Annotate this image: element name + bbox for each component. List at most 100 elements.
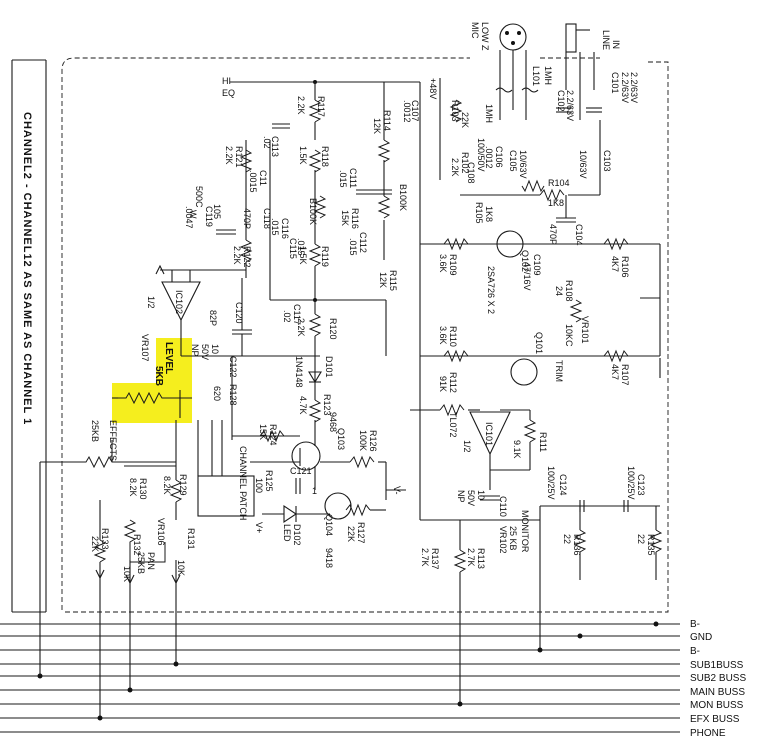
label-c110v: 10: [476, 490, 486, 500]
label-r119: R119: [320, 246, 330, 267]
label-c110v2: 50V: [466, 490, 476, 506]
label-c105v: 10/63V: [518, 150, 528, 179]
label-r118: R118: [320, 146, 330, 167]
label-vr106: VR106: [156, 518, 166, 546]
label-c121: C121: [290, 466, 312, 476]
label-r102v: 2.2K: [450, 158, 460, 177]
label-c111: C111: [348, 168, 358, 188]
transistor-q101-icon: [510, 358, 538, 386]
channel-patch: CHANNEL PATCH: [197, 420, 255, 520]
label-r122v: 2.2K: [232, 246, 242, 265]
label-r108v: 24: [554, 286, 564, 296]
label-r104: R104: [548, 178, 570, 188]
label-c106: C106: [494, 146, 504, 168]
label-r128v: 620: [212, 386, 222, 401]
label-q101: Q101: [534, 332, 544, 354]
label-c122: C122: [228, 356, 238, 378]
transistor-q103-icon: [291, 441, 321, 471]
label-ic101h: 1/2: [462, 440, 472, 453]
label-c101: C101: [610, 72, 620, 94]
label-c122np: NP: [190, 344, 200, 357]
label-r115v: 12K: [378, 272, 388, 288]
label-effects_v: 25KB: [90, 420, 100, 442]
bus-labels: B- GND B- SUB1BUSS SUB2 BUSS MAIN BUSS M…: [690, 619, 746, 738]
label-r113v: 2.7K: [466, 548, 476, 567]
label-r130: R130: [138, 478, 148, 500]
label-r129v: 8.2K: [162, 476, 172, 495]
label-r132: R132: [132, 534, 142, 556]
label-vr101v: 10KC: [564, 324, 574, 347]
label-vr106v2: 25KB: [136, 552, 146, 574]
label-l102: 1MH: [484, 104, 494, 123]
label-c108: C108: [466, 162, 476, 184]
label-r128: R128: [228, 384, 238, 406]
label-r102: R102: [460, 152, 470, 174]
label-c115v: .015: [296, 238, 306, 256]
led-section: V+ D102 LED Q104 9418 R127 22K: [254, 492, 386, 568]
label-vr106v: PAN: [146, 552, 156, 570]
label-r106v: 4K7: [610, 256, 620, 272]
label-r111: R111: [538, 432, 548, 452]
label-r127v: 22K: [346, 526, 356, 542]
xlr-connector-icon: [499, 23, 527, 51]
label-c11xv: .0015: [248, 170, 258, 193]
effects-section: EFFECTS 25KB: [40, 420, 176, 469]
label-c108v: 100/50V: [476, 138, 486, 172]
svg-text:1: 1: [312, 486, 317, 496]
label-ic101: IC101: [484, 422, 494, 446]
transistor-q104-icon: [324, 492, 352, 520]
label-b100k2: B100K: [398, 184, 408, 211]
label-trim: TRIM: [554, 360, 564, 382]
label-r114: R114: [382, 110, 392, 131]
label-r120: R120: [328, 318, 338, 340]
label-c102v: 2.2/63V: [565, 90, 575, 121]
label-q104v: 9418: [324, 548, 334, 568]
label-c119: C119: [204, 206, 214, 227]
label-c116v: .015: [270, 218, 280, 236]
label-c109: C109: [532, 254, 542, 276]
preamp-section: R109 3.6K Q102 C109 47/16V C104 470P R10…: [419, 180, 661, 400]
label-r113: R113: [476, 548, 486, 569]
label-r133v: 22K: [90, 536, 100, 552]
led-icon: [283, 504, 297, 524]
label-q103v: 9468: [328, 412, 338, 432]
label-effects: EFFECTS: [108, 420, 118, 461]
label-r135v: 22: [636, 534, 646, 544]
label-monitor: MONITOR: [520, 510, 530, 553]
label-ic102: IC102: [174, 290, 184, 314]
level-label: LEVEL: [163, 342, 174, 374]
label-c122v2: 50V: [200, 344, 210, 360]
mic-label: MIC: [470, 22, 480, 39]
label-r105: R105: [474, 202, 484, 224]
level-section: LEVEL 5KB VR107 C122 10 50V NP R128 620: [112, 334, 238, 440]
label-c119v2: 105: [212, 204, 222, 219]
label-r132v: 10K: [122, 566, 132, 582]
label-r105v: 1K8: [484, 206, 494, 222]
label-c107v: .0012: [402, 100, 412, 123]
mic-z-label: LOW Z: [480, 22, 490, 51]
label-r106: R106: [620, 256, 630, 278]
label-r137v: 2.7K: [420, 548, 430, 567]
label-b100k: B100K: [308, 198, 318, 225]
label-c103: C103: [602, 150, 612, 172]
label-r131v: 10K: [176, 560, 186, 576]
label-r123: R123: [322, 394, 332, 416]
label-r110: R110: [448, 326, 458, 347]
label-c102: C102: [556, 90, 566, 112]
label-l101: L101: [531, 66, 541, 86]
label-r109v: 3.6K: [438, 254, 448, 273]
label-r137: R137: [430, 548, 440, 570]
label-vr102: VR102: [498, 526, 508, 554]
label-d101: D101: [324, 356, 334, 378]
label-r120v: 2.2K: [296, 318, 306, 337]
label-r136v: 22: [562, 534, 572, 544]
label-c106v: .0012: [484, 146, 494, 169]
label-c119v: 500C: [194, 186, 204, 208]
label-r126: R126: [368, 430, 378, 452]
bus-label: B-: [690, 646, 700, 657]
label-r121: R121: [234, 146, 244, 168]
label-r116v: 15K: [340, 210, 350, 226]
label-d102v: LED: [282, 524, 292, 542]
bus-label: PHONE: [690, 728, 726, 738]
